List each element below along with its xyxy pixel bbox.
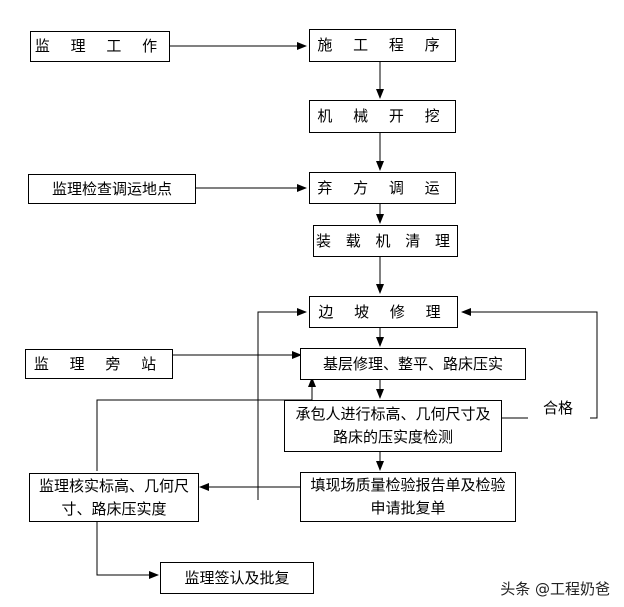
node-supervision-sidestation: 监 理 旁 站 xyxy=(25,349,173,379)
node-loading-cleaning: 装 载 机 清 理 xyxy=(313,225,458,257)
arrow-qualified-to-slope xyxy=(461,308,598,419)
arrow-verify-to-base xyxy=(96,377,316,471)
node-supervision-verify: 监理核实标高、几何尺寸、路床压实度 xyxy=(29,473,199,522)
node-contractor-testing: 承包人进行标高、几何尺寸及路床的压实度检测 xyxy=(284,400,502,452)
node-supervision-work: 监 理 工 作 xyxy=(30,31,170,62)
arrow-verify-to-sign xyxy=(96,522,159,579)
arrow-verify-to-slope xyxy=(257,308,307,500)
node-base-leveling: 基层修理、整平、路床压实 xyxy=(300,348,526,380)
watermark: 头条 @工程奶爸 xyxy=(500,580,610,598)
node-slope-trimming: 边 坡 修 理 xyxy=(309,296,458,328)
node-fill-report: 填现场质量检验报告单及检验申请批复单 xyxy=(300,472,516,522)
node-supervision-check-site: 监理检查调运地点 xyxy=(28,174,196,204)
node-supervision-sign: 监理签认及批复 xyxy=(160,562,314,594)
node-spoil-transport: 弃 方 调 运 xyxy=(309,172,456,204)
node-mechanical-excavation: 机 械 开 挖 xyxy=(309,100,456,133)
node-construction-procedure: 施 工 程 序 xyxy=(309,29,456,62)
edge-label-qualified: 合格 xyxy=(543,399,574,417)
